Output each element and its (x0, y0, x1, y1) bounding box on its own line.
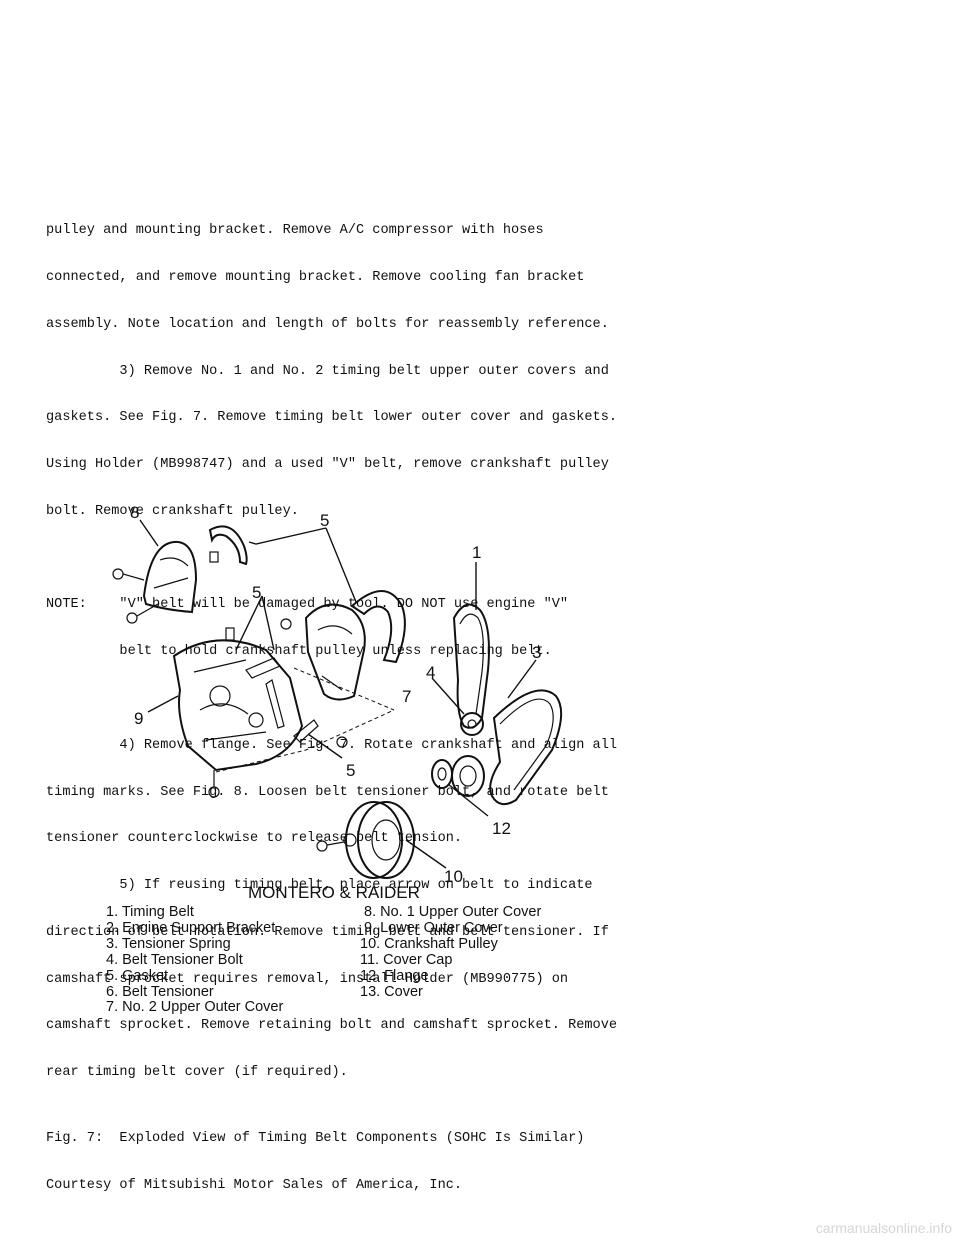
legend-item: 1. Timing Belt (106, 904, 194, 920)
caption-line: Fig. 7: Exploded View of Timing Belt Com… (46, 1131, 585, 1147)
figure-caption: Fig. 7: Exploded View of Timing Belt Com… (46, 1100, 584, 1209)
crankshaft-pulley-part (316, 801, 415, 879)
belt-tensioner-part (460, 712, 484, 736)
flange-part (431, 755, 485, 797)
body-line: camshaft sprocket. Remove retaining bolt… (46, 1018, 618, 1034)
legend-item: 12. Flange (360, 968, 429, 984)
callout-7: 7 (402, 687, 411, 706)
leader-lines (139, 519, 537, 869)
callout-9: 9 (134, 709, 143, 728)
legend-item: 3. Tensioner Spring (106, 936, 231, 952)
body-line: Using Holder (MB998747) and a used "V" b… (46, 457, 609, 473)
callout-1: 1 (472, 543, 481, 562)
legend-item: 6. Belt Tensioner (106, 984, 214, 1000)
body-line: 4) Remove flange. See Fig. 7. Rotate cra… (46, 737, 618, 753)
legend-item: 5. Gasket (106, 968, 168, 984)
legend-item: 8. No. 1 Upper Outer Cover (364, 904, 541, 920)
callout-8: 8 (130, 503, 139, 522)
callout-5: 5 (252, 583, 261, 602)
watermark: carmanualsonline.info (815, 1220, 952, 1236)
body-line: 3) Remove No. 1 and No. 2 timing belt up… (46, 363, 609, 379)
body-line: 5) If reusing timing belt, place arrow o… (46, 878, 593, 894)
callout-5: 5 (320, 511, 329, 530)
body-line: gaskets. See Fig. 7. Remove timing belt … (46, 410, 618, 426)
legend-item: 7. No. 2 Upper Outer Cover (106, 999, 283, 1015)
body-line: camshaft sprocket requires removal, inst… (46, 971, 569, 987)
body-line: rear timing belt cover (if required). (46, 1065, 348, 1081)
legend-item: 9. Lower Outer Cover (364, 920, 503, 936)
body-line: pulley and mounting bracket. Remove A/C … (46, 223, 544, 239)
legend-item: 2. Engine Support Bracket (106, 920, 275, 936)
body-line: direction of belt rotation. Remove timin… (46, 924, 609, 940)
note-line: belt to hold crankshaft pulley unless re… (46, 644, 552, 660)
callout-3: 3 (532, 643, 541, 662)
legend-item: 13. Cover (360, 984, 423, 1000)
figure-legend: 1. Timing Belt 2. Engine Support Bracket… (106, 904, 541, 1015)
tensioner-belt-part (489, 689, 563, 806)
figure-title: MONTERO & RAIDER (248, 883, 420, 902)
timing-belt-exploded-view: 8 5 5 1 3 4 7 9 5 12 10 MONTERO & RAIDER… (106, 503, 563, 1015)
upper-outer-cover-part (112, 540, 198, 624)
callout-12: 12 (492, 819, 511, 838)
body-line: bolt. Remove crankshaft pulley. (46, 503, 299, 519)
no2-upper-outer-cover-part (280, 590, 406, 701)
body-line: connected, and remove mounting bracket. … (46, 269, 585, 285)
callout-10: 10 (444, 867, 463, 886)
gasket-upper-part (208, 525, 248, 566)
body-line: tensioner counterclockwise to release be… (46, 831, 463, 847)
callout-4: 4 (426, 663, 435, 682)
legend-item: 4. Belt Tensioner Bolt (106, 952, 243, 968)
body-line: assembly. Note location and length of bo… (46, 316, 609, 332)
procedure-text: pulley and mounting bracket. Remove A/C … (46, 192, 617, 1096)
caption-line: Courtesy of Mitsubishi Motor Sales of Am… (46, 1177, 463, 1193)
callout-5: 5 (346, 761, 355, 780)
lower-outer-cover-part (172, 627, 348, 798)
legend-item: 11. Cover Cap (360, 952, 452, 968)
legend-item: 10. Crankshaft Pulley (360, 936, 499, 952)
